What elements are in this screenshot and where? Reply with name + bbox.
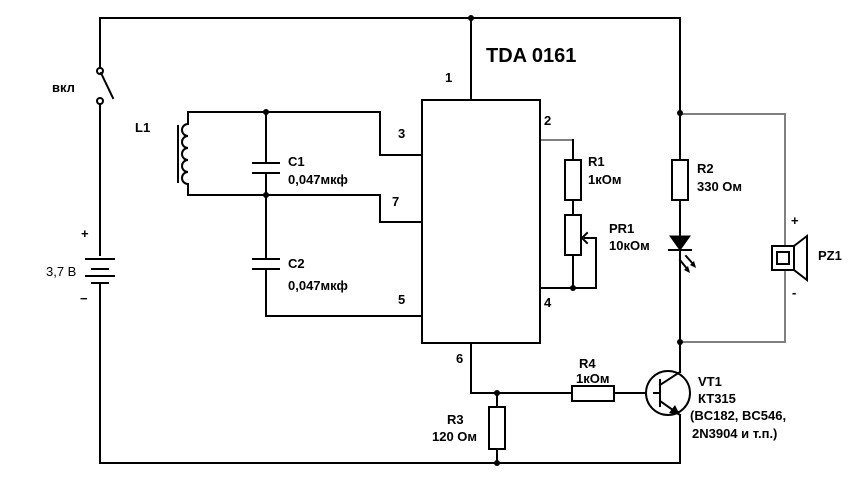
r2-value: 330 Ом bbox=[697, 179, 742, 194]
junction-dot bbox=[494, 390, 500, 396]
battery-voltage-label: 3,7 В bbox=[46, 264, 76, 279]
buzzer-pz1: + PZ1 - bbox=[771, 213, 842, 300]
buzzer-minus-label: - bbox=[792, 285, 796, 300]
led bbox=[668, 235, 696, 273]
switch-label: вкл bbox=[52, 80, 75, 95]
vt1-alt-line2: 2N3904 и т.п.) bbox=[692, 426, 777, 441]
junction-dot bbox=[263, 109, 269, 115]
potentiometer-pr1: PR1 10кОм bbox=[564, 214, 650, 256]
junction-dot bbox=[570, 285, 576, 291]
pr1-name: PR1 bbox=[609, 221, 634, 236]
pin-label-3: 3 bbox=[398, 126, 405, 141]
vt1-model: КТ315 bbox=[698, 391, 736, 406]
junction-dot bbox=[494, 460, 500, 466]
battery: + 3,7 В − bbox=[46, 226, 115, 306]
power-switch: вкл bbox=[52, 67, 115, 105]
resistor-r1: R1 1кОм bbox=[564, 154, 621, 201]
pin-label-4: 4 bbox=[544, 295, 552, 310]
capacitor-c1: C1 0,047мкф bbox=[252, 154, 348, 187]
coil-label: L1 bbox=[135, 120, 150, 135]
c2-name: C2 bbox=[288, 256, 305, 271]
r2-name: R2 bbox=[697, 161, 714, 176]
coil-l1: L1 bbox=[135, 111, 189, 196]
chip-title: TDA 0161 bbox=[486, 45, 576, 67]
r3-name: R3 bbox=[447, 412, 464, 427]
pin-label-1: 1 bbox=[445, 70, 452, 85]
vt1-alt-line1: (BC182, BC546, bbox=[690, 408, 786, 423]
pin-label-6: 6 bbox=[456, 351, 463, 366]
transistor-vt1: VT1 КТ315 (BC182, BC546, 2N3904 и т.п.) bbox=[645, 370, 786, 441]
junction-dot bbox=[468, 15, 474, 21]
junctions bbox=[263, 15, 683, 466]
c2-value: 0,047мкф bbox=[288, 278, 348, 293]
resistor-r4: R4 1кОм bbox=[571, 356, 615, 402]
junction-dot bbox=[263, 192, 269, 198]
resistor-r2: R2 330 Ом bbox=[671, 159, 742, 201]
c1-value: 0,047мкф bbox=[288, 172, 348, 187]
battery-minus-label: − bbox=[80, 291, 88, 306]
resistor-r3: R3 120 Ом bbox=[432, 406, 506, 450]
r4-name: R4 bbox=[579, 356, 596, 371]
pr1-value: 10кОм bbox=[609, 238, 650, 253]
junction-dot bbox=[677, 339, 683, 345]
r1-name: R1 bbox=[588, 154, 605, 169]
junction-dot bbox=[677, 110, 683, 116]
buzzer-name: PZ1 bbox=[818, 248, 842, 263]
battery-plus-label: + bbox=[81, 226, 89, 241]
pin-label-2: 2 bbox=[544, 113, 551, 128]
c1-name: C1 bbox=[288, 154, 305, 169]
pin-label-7: 7 bbox=[392, 194, 399, 209]
pin-label-5: 5 bbox=[398, 292, 405, 307]
chip-tda0161: TDA 0161 1 2 3 7 4 5 6 bbox=[392, 45, 576, 366]
r1-value: 1кОм bbox=[588, 172, 621, 187]
buzzer-plus-label: + bbox=[791, 213, 799, 228]
vt1-name: VT1 bbox=[698, 374, 722, 389]
capacitor-c2: C2 0,047мкф bbox=[252, 256, 348, 293]
wires bbox=[99, 17, 786, 464]
r3-value: 120 Ом bbox=[432, 429, 477, 444]
r4-value: 1кОм bbox=[576, 371, 609, 386]
